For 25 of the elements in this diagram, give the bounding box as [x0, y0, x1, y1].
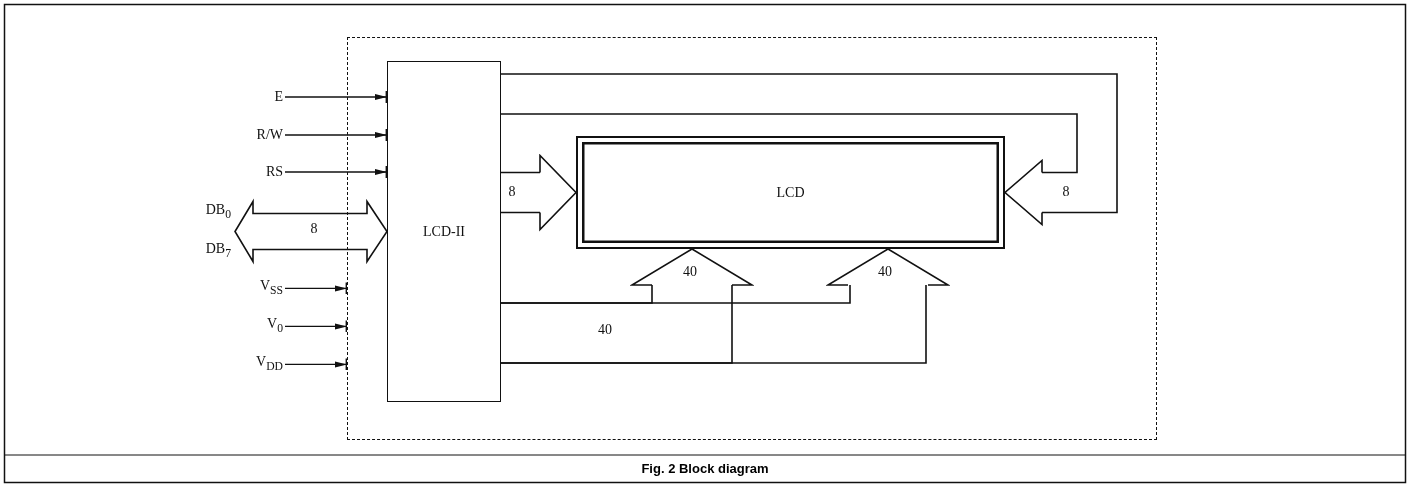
signal-name: V$_{0}$ [267, 316, 283, 337]
bus-width-label: 40 [598, 322, 612, 338]
arrow [284, 281, 348, 296]
arrow [284, 128, 388, 142]
bus-width-label: 40 [878, 264, 892, 280]
signal-name: RS [265, 164, 283, 180]
signal-name: DB$_{7}$ [205, 241, 231, 262]
arrow [284, 165, 388, 179]
signal-name: V$_{DD}$ [256, 354, 283, 375]
signal-name: E [274, 89, 283, 105]
bus-width-label: 8 [508, 184, 516, 200]
arrow [284, 357, 348, 372]
bus-width-label: 8 [310, 221, 318, 237]
figure-caption: Fig. 2 Block diagram [641, 461, 769, 476]
signal-name: V$_{SS}$ [259, 278, 283, 299]
dashed-module-boundary [347, 37, 1157, 440]
arrow [284, 319, 348, 334]
bus-width-label: 8 [1062, 184, 1070, 200]
signal-name: R/W [256, 127, 283, 143]
bus-width-label: 40 [683, 264, 697, 280]
lcd-panel-box: LCD [576, 136, 1005, 249]
controller-box: LCD-II [387, 61, 501, 402]
bidirectional-bus-arrow [234, 198, 388, 265]
arrow [284, 90, 388, 104]
signal-name: DB$_{0}$ [205, 202, 231, 223]
